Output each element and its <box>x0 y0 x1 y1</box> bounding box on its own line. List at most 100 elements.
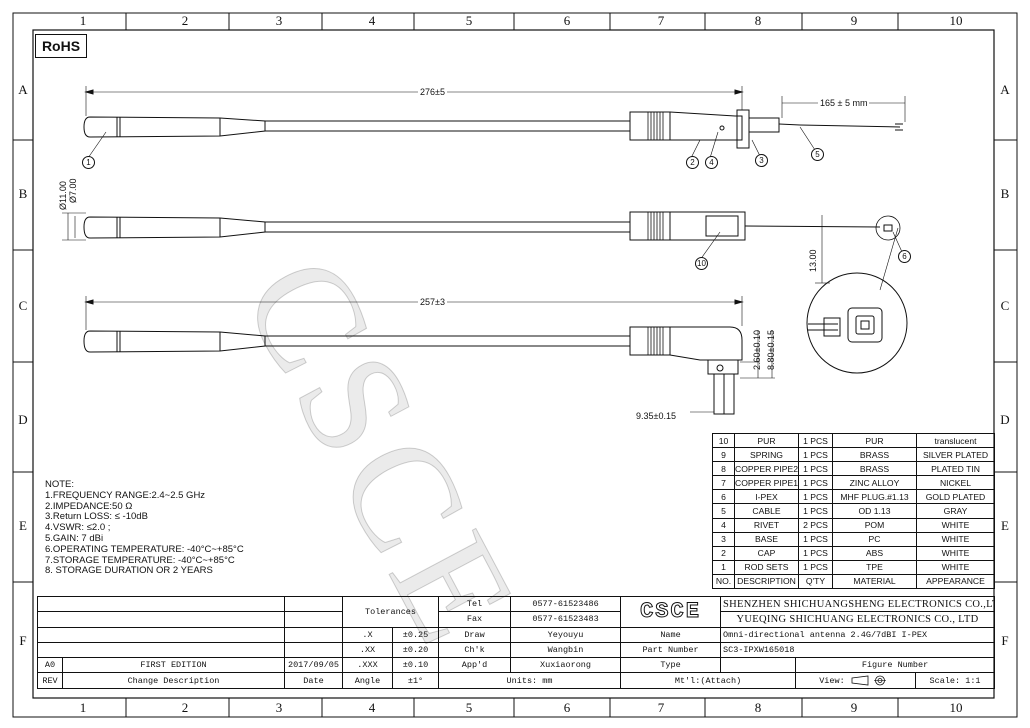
note-line: 8. STORAGE DURATION OR 2 YEARS <box>45 565 213 577</box>
antenna-straight-top <box>83 86 906 149</box>
parts-cell: CABLE <box>734 503 799 519</box>
units-label: Units: mm <box>438 672 622 689</box>
part-number-label: Part Number <box>620 641 722 659</box>
parts-cell: 1 PCS <box>798 531 833 547</box>
rev-code: A0 <box>37 657 63 674</box>
parts-cell: 1 PCS <box>798 432 833 449</box>
dim-straight-length: 276±5 <box>418 87 447 97</box>
name-label: Name <box>620 626 722 643</box>
zone-column-label: 6 <box>563 700 571 715</box>
parts-cell: TPE <box>832 559 917 575</box>
parts-cell: WHITE <box>916 531 995 547</box>
date-header: Date <box>284 672 343 689</box>
tolerances-label: Tolerances <box>341 596 440 628</box>
callout-1: 1 <box>82 156 95 169</box>
note-line: 5.GAIN: 7 dBi <box>45 532 104 544</box>
dim-8-80: 8.80±0.15 <box>766 330 776 370</box>
parts-cell: ROD SETS <box>734 559 799 575</box>
company-name-1: SHENZHEN SHICHUANGSHENG ELECTRONICS CO.,… <box>720 595 996 613</box>
dim-height: 13.00 <box>808 249 818 272</box>
csce-logo: CSCE <box>620 596 722 628</box>
parts-cell: MHF PLUG.#1.13 <box>832 489 917 505</box>
parts-cell: ZINC ALLOY <box>832 475 917 491</box>
zone-column-label: 4 <box>368 700 376 715</box>
parts-header-cell: NO. <box>712 573 735 590</box>
zone-column-label: 10 <box>949 13 963 28</box>
parts-cell: PUR <box>832 432 917 449</box>
zone-row-label: F <box>1001 633 1009 648</box>
view-cell: View: <box>795 672 917 689</box>
parts-cell: WHITE <box>916 559 995 575</box>
parts-cell: SPRING <box>734 447 799 463</box>
note-line: 4.VSWR: ≤2.0 ; <box>45 522 111 534</box>
antenna-straight-middle <box>62 211 901 284</box>
angle-label: Angle <box>342 672 393 689</box>
title-block: Tolerances Tel 0577-61523486 CSCE SHENZH… <box>37 595 996 689</box>
zone-row-label: C <box>1000 298 1010 313</box>
chk-value: Wangbin <box>510 641 622 659</box>
zone-column-label: 9 <box>850 700 858 715</box>
parts-cell: CAP <box>734 545 799 561</box>
zone-column-label: 9 <box>850 13 858 28</box>
parts-cell: GOLD PLATED <box>916 489 995 505</box>
tol-xx-value: ±0.20 <box>391 641 440 659</box>
draw-value: Yeyouyu <box>510 626 622 643</box>
dim-dia-inner: Ø7.00 <box>68 178 78 203</box>
zone-column-label: 3 <box>275 13 283 28</box>
rohs-label: RoHS <box>35 34 87 58</box>
change-description-header: Change Description <box>62 672 285 689</box>
tol-xx-label: .XX <box>342 641 393 659</box>
figure-number-label: Figure Number <box>795 657 996 674</box>
parts-header-cell: MATERIAL <box>832 573 917 590</box>
zone-column-label: 6 <box>563 13 571 28</box>
appd-value: Xuxiaorong <box>510 657 622 674</box>
notes-title: NOTE: <box>45 479 75 490</box>
rev-header: REV <box>37 672 63 689</box>
view-label: View: <box>819 675 845 686</box>
parts-cell: 9 <box>712 447 735 463</box>
callout-10: 10 <box>695 257 708 270</box>
company-name-2: YUEQING SHICHUANG ELECTRONICS CO., LTD <box>720 611 996 628</box>
callout-3: 3 <box>755 154 768 167</box>
parts-cell: 1 PCS <box>798 475 833 491</box>
zone-row-label: C <box>18 298 28 313</box>
parts-cell: 3 <box>712 531 735 547</box>
parts-cell: 2 <box>712 545 735 561</box>
tol-x-value: ±0.25 <box>391 626 440 643</box>
zone-column-label: 10 <box>949 700 963 715</box>
rev-date: 2017/09/05 <box>284 657 343 674</box>
name-value: Omni-directional antenna 2.4G/7dBI I-PEX <box>720 626 996 643</box>
tel-label: Tel <box>438 595 512 613</box>
zone-column-label: 1 <box>79 700 87 715</box>
parts-cell: COPPER PIPE2 <box>734 461 799 477</box>
chk-label: Ch'k <box>438 641 512 659</box>
dim-cable-length: 165 ± 5 mm <box>818 98 870 108</box>
parts-cell: ABS <box>832 545 917 561</box>
part-number-value: SC3-IPXW165018 <box>720 641 996 659</box>
note-line: 6.OPERATING TEMPERATURE: -40°C~+85°C <box>45 543 244 555</box>
dim-angled-length: 257±3 <box>418 297 447 307</box>
zone-column-label: 3 <box>275 700 283 715</box>
parts-cell: SILVER PLATED <box>916 447 995 463</box>
parts-cell: 8 <box>712 461 735 477</box>
parts-cell: 1 <box>712 559 735 575</box>
parts-cell: PC <box>832 531 917 547</box>
parts-cell: 1 PCS <box>798 447 833 463</box>
fax-label: Fax <box>438 611 512 628</box>
note-line: 2.IMPEDANCE:50 Ω <box>45 500 133 512</box>
draw-label: Draw <box>438 626 512 643</box>
parts-cell: 5 <box>712 503 735 519</box>
note-line: 7.STORAGE TEMPERATURE: -40°C~+85°C <box>45 554 235 566</box>
dim-dia-outer: Ø11.00 <box>58 181 68 210</box>
note-line: 1.FREQUENCY RANGE:2.4~2.5 GHz <box>45 489 206 501</box>
zone-row-label: E <box>19 518 27 533</box>
zone-column-label: 2 <box>181 700 189 715</box>
appd-label: App'd <box>438 657 512 674</box>
dim-9-35: 9.35±0.15 <box>634 411 678 421</box>
zone-row-label: A <box>1000 82 1010 97</box>
